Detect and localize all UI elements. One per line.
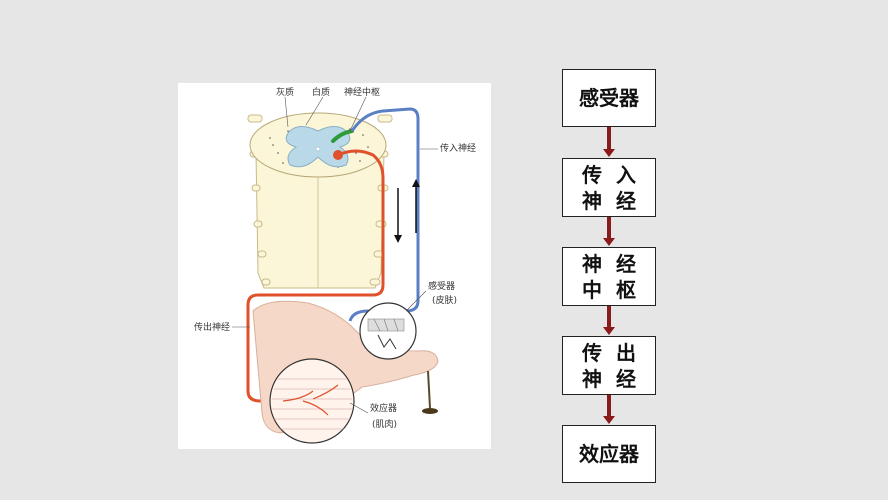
label-afferent-nerve: 传入神经 bbox=[440, 142, 476, 154]
flow-step-nerve-center: 神 经 中 枢 bbox=[562, 247, 656, 306]
flow-step-receptor: 感受器 bbox=[562, 69, 656, 127]
down-arrow-icon bbox=[394, 188, 402, 243]
afferent-nerve-path bbox=[348, 107, 420, 322]
effector-inset bbox=[269, 358, 355, 444]
flow-step-text: 神 经 bbox=[582, 251, 636, 276]
flow-step-efferent-nerve: 传 出 神 经 bbox=[562, 336, 656, 395]
receptor-inset bbox=[359, 302, 417, 360]
efferent-nerve-path bbox=[246, 149, 385, 403]
flow-step-text: 中 枢 bbox=[582, 277, 636, 302]
flow-step-text: 神 经 bbox=[582, 366, 636, 391]
label-effector-note: (肌肉) bbox=[372, 418, 397, 430]
label-nerve-center: 神经中枢 bbox=[344, 86, 380, 98]
label-receptor: 感受器 bbox=[428, 280, 455, 292]
nerve-center-highlight bbox=[331, 129, 354, 143]
flow-step-text: 神 经 bbox=[582, 188, 636, 213]
flow-step-afferent-nerve: 传 入 神 经 bbox=[562, 158, 656, 217]
label-white-matter: 白质 bbox=[312, 86, 330, 98]
flow-step-text: 传 出 bbox=[582, 340, 636, 365]
label-effector: 效应器 bbox=[370, 402, 397, 414]
spinal-cord bbox=[247, 112, 393, 289]
flow-step-text: 传 入 bbox=[582, 162, 636, 187]
flow-step-text: 感受器 bbox=[579, 86, 639, 110]
tack-icon bbox=[422, 370, 438, 414]
reflex-arc-illustration: 灰质 白质 神经中枢 传入神经 传出神经 感受器 (皮肤) 效应器 (肌肉) bbox=[178, 83, 491, 449]
flow-step-effector: 效应器 bbox=[562, 425, 656, 483]
label-efferent-nerve: 传出神经 bbox=[194, 321, 230, 333]
flow-step-text: 效应器 bbox=[579, 442, 639, 466]
label-gray-matter: 灰质 bbox=[276, 86, 294, 98]
up-arrow-icon bbox=[412, 179, 420, 233]
label-receptor-note: (皮肤) bbox=[432, 294, 457, 306]
